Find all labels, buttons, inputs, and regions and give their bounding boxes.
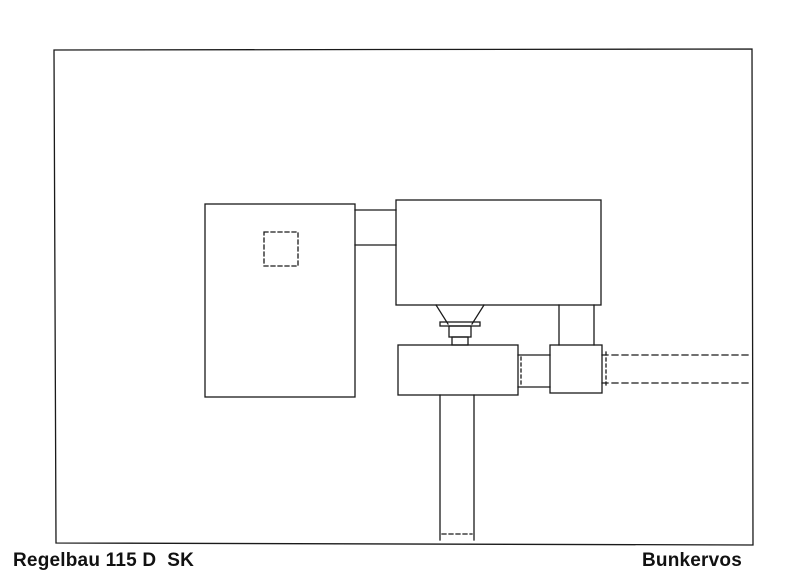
site-boundary <box>53 48 754 546</box>
vertical-shaft <box>558 304 595 346</box>
bunker-type-caption: Regelbau 115 D SK <box>13 550 195 571</box>
side-passage <box>517 354 551 388</box>
side-room <box>549 344 603 394</box>
roof-hatch-dashed <box>263 231 299 267</box>
upper-room <box>395 199 602 306</box>
location-caption: Bunkervos <box>641 550 742 571</box>
east-dashed-corridor <box>601 351 753 387</box>
south-corridor <box>439 394 475 541</box>
funnel-shaft <box>435 304 485 346</box>
middle-room <box>397 344 519 396</box>
upper-connecting-corridor <box>354 209 397 246</box>
main-room <box>204 203 356 398</box>
